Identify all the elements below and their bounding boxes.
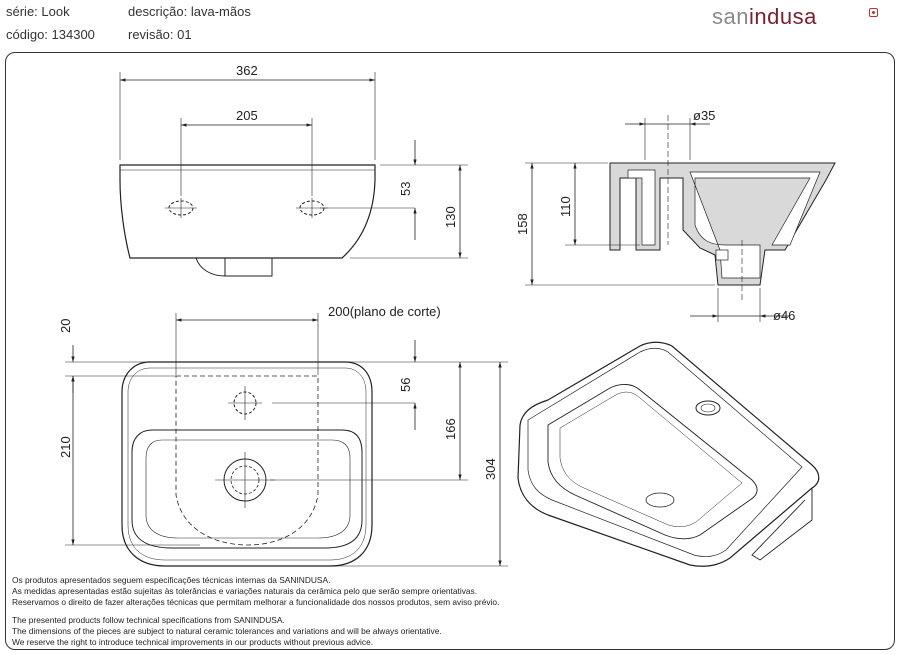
- dim-130: 130: [443, 206, 458, 228]
- sanindusa-logo: sanindusa: [712, 4, 817, 29]
- isometric-view: [517, 341, 820, 567]
- dim-cut-plane: 200(plano de corte): [328, 304, 441, 319]
- dim-362: 362: [236, 63, 258, 78]
- dim-53: 53: [398, 182, 413, 196]
- logo-mark-icon: [869, 8, 878, 17]
- section-view: [525, 115, 836, 322]
- drawing-frame: [5, 52, 895, 650]
- dim-210: 210: [58, 436, 73, 458]
- dim-158: 158: [515, 213, 530, 235]
- dim-205: 205: [236, 108, 258, 123]
- dim-110: 110: [558, 196, 573, 217]
- serie-label: série: Look: [6, 4, 70, 19]
- dim-166: 166: [443, 418, 458, 440]
- note-pt-1: Os produtos apresentados seguem especifi…: [12, 575, 331, 585]
- note-pt-3: Reservamos o direito de fazer alterações…: [12, 597, 500, 607]
- dim-dia-35: ø35: [693, 108, 715, 123]
- front-view: [119, 72, 468, 277]
- note-pt-2: As medidas apresentadas estão sujeitas à…: [12, 586, 478, 596]
- revisao-label: revisão: 01: [128, 27, 192, 42]
- note-en-3: We reserve the right to introduce techni…: [12, 637, 374, 647]
- dim-20: 20: [58, 319, 73, 333]
- note-en-2: The dimensions of the pieces are subject…: [12, 626, 442, 636]
- descricao-label: descrição: lava-mãos: [128, 4, 251, 19]
- codigo-label: código: 134300: [6, 27, 95, 42]
- dim-dia-46: ø46: [773, 308, 795, 323]
- dim-304: 304: [483, 458, 498, 480]
- plan-view: [65, 313, 508, 567]
- note-en-1: The presented products follow technical …: [12, 615, 285, 625]
- dim-56: 56: [398, 378, 413, 392]
